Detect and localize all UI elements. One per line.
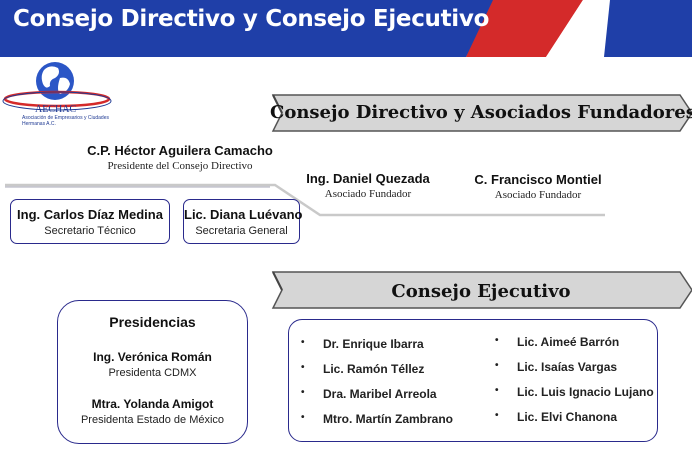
ejecutivo-banner-title: Consejo Ejecutivo xyxy=(391,281,571,302)
president-role: Presidente del Consejo Directivo xyxy=(107,160,253,172)
bullet-icon: • xyxy=(495,410,499,421)
officer-name: Lic. Diana Luévano xyxy=(184,207,303,222)
header-banner: Consejo Directivo y Consejo Ejecutivo xyxy=(0,0,692,57)
bullet-icon: • xyxy=(495,335,499,346)
bullet-icon: • xyxy=(301,362,305,373)
logo-subtitle: Asociación de Empresarios y Ciudades Her… xyxy=(22,115,109,127)
officer-card-secretaria: Lic. Diana Luévano Secretaria General xyxy=(183,199,303,244)
founder-name: Ing. Daniel Quezada xyxy=(306,171,430,186)
member-name: Dra. Maribel Arreola xyxy=(323,387,437,401)
page-title: Consejo Directivo y Consejo Ejecutivo xyxy=(13,6,490,32)
bullet-icon: • xyxy=(301,387,305,398)
officer-name: Ing. Carlos Díaz Medina xyxy=(17,207,163,222)
president-name: C.P. Héctor Aguilera Camacho xyxy=(87,143,273,158)
member-name: Mtro. Martín Zambrano xyxy=(323,412,454,426)
presidencia-item: Ing. Verónica Román Presidenta CDMX xyxy=(58,350,247,379)
founder-role: Asociado Fundador xyxy=(494,189,582,201)
presidencia-role: Presidenta Estado de México xyxy=(80,414,225,426)
bullet-icon: • xyxy=(301,337,305,348)
founder-name: C. Francisco Montiel xyxy=(474,172,602,187)
member-name: Lic. Aimeé Barrón xyxy=(517,335,620,349)
officer-role: Secretaria General xyxy=(195,225,288,237)
presidencias-card: Presidencias Ing. Verónica Román Preside… xyxy=(57,300,248,444)
directivo-banner-shape xyxy=(271,94,692,132)
member-name: Lic. Luis Ignacio Lujano xyxy=(517,385,654,399)
ejecutivo-banner: Consejo Ejecutivo xyxy=(270,270,692,310)
presidencias-title: Presidencias xyxy=(109,314,196,330)
presidencia-item: Mtra. Yolanda Amigot Presidenta Estado d… xyxy=(58,397,247,426)
founder-role: Asociado Fundador xyxy=(324,188,412,200)
bullet-icon: • xyxy=(301,412,305,423)
member-name: Lic. Ramón Téllez xyxy=(323,362,425,376)
ejecutivo-banner-shape xyxy=(271,271,692,309)
globe-icon xyxy=(2,62,112,111)
bullet-icon: • xyxy=(495,360,499,371)
founder-2: C. Francisco Montiel Asociado Fundador xyxy=(468,172,608,201)
presidencia-name: Ing. Verónica Román xyxy=(93,350,212,364)
member-name: Dr. Enrique Ibarra xyxy=(323,337,424,351)
presidencia-name: Mtra. Yolanda Amigot xyxy=(91,397,214,411)
header-banner-shape xyxy=(0,0,692,57)
aechac-logo: AECHAC Asociación de Empresarios y Ciuda… xyxy=(0,58,118,140)
member-name: Lic. Elvi Chanona xyxy=(517,410,618,424)
presidencia-role: Presidenta CDMX xyxy=(108,367,197,379)
officer-role: Secretario Técnico xyxy=(44,225,136,237)
logo-name: AECHAC xyxy=(35,104,77,115)
ejecutivo-members-card: • Dr. Enrique Ibarra • Lic. Ramón Téllez •… xyxy=(288,319,658,442)
founder-1: Ing. Daniel Quezada Asociado Fundador xyxy=(298,171,438,200)
directivo-banner-title: Consejo Directivo y Asociados Fundadores xyxy=(270,102,692,123)
officer-card-secretario: Ing. Carlos Díaz Medina Secretario Técni… xyxy=(10,199,170,244)
president: C.P. Héctor Aguilera Camacho Presidente … xyxy=(80,143,280,172)
bullet-icon: • xyxy=(495,385,499,396)
directivo-banner: Consejo Directivo y Asociados Fundadores xyxy=(270,93,692,133)
member-name: Lic. Isaías Vargas xyxy=(517,360,618,374)
